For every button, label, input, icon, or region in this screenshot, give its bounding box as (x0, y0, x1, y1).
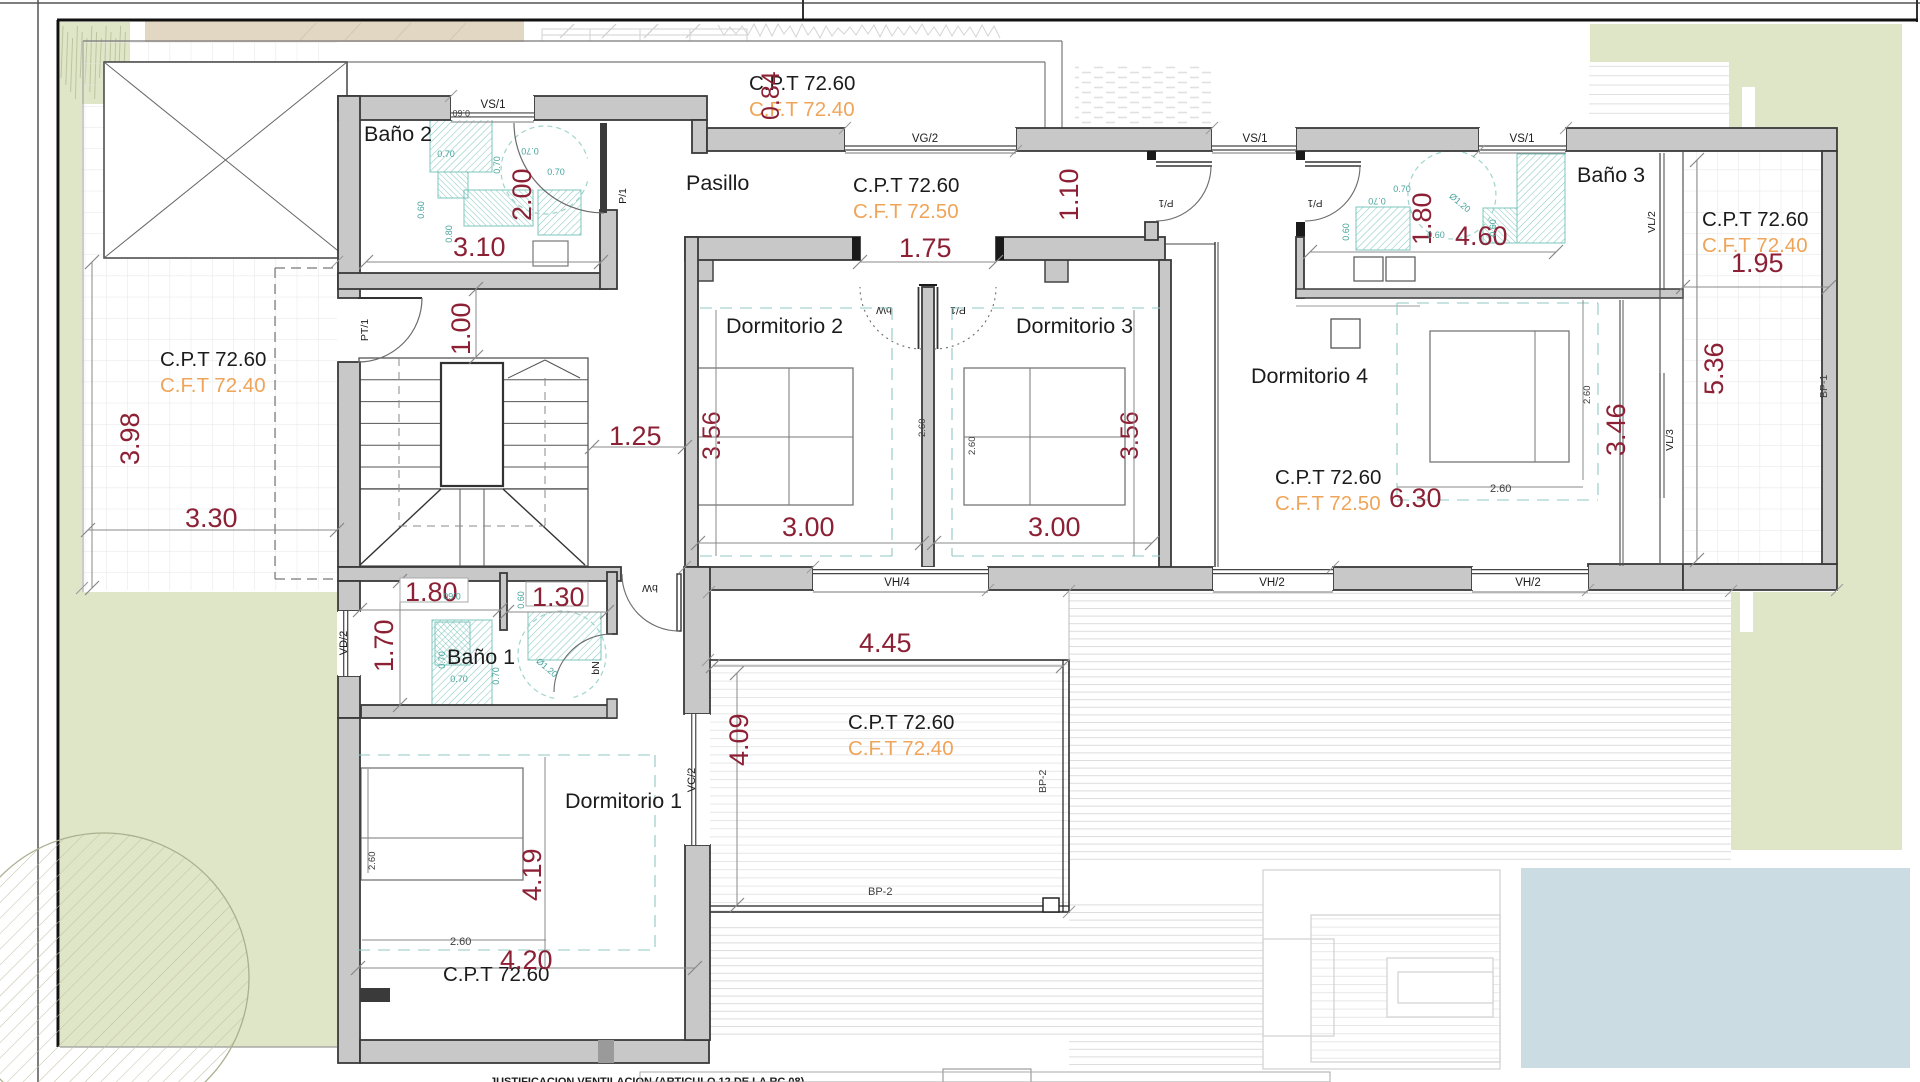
svg-text:1.25: 1.25 (609, 421, 662, 451)
svg-text:Baño 2: Baño 2 (364, 122, 432, 146)
svg-text:C.P.T 72.60: C.P.T 72.60 (1275, 466, 1381, 489)
svg-text:P/1: P/1 (1307, 197, 1322, 208)
svg-text:Dormitorio 1: Dormitorio 1 (565, 789, 682, 813)
svg-text:Dormitorio 4: Dormitorio 4 (1251, 364, 1368, 388)
svg-text:Baño 1: Baño 1 (447, 645, 515, 669)
svg-text:5.36: 5.36 (1699, 342, 1729, 395)
svg-text:1.75: 1.75 (899, 233, 952, 263)
svg-text:VH/2: VH/2 (1515, 577, 1541, 589)
svg-text:3.98: 3.98 (115, 412, 145, 465)
svg-text:4.45: 4.45 (859, 628, 912, 658)
svg-text:P/1: P/1 (617, 188, 629, 204)
svg-text:0.80: 0.80 (444, 225, 454, 243)
svg-text:3.10: 3.10 (453, 232, 506, 262)
svg-text:4.19: 4.19 (517, 848, 547, 901)
svg-text:C.F.T 72.40: C.F.T 72.40 (160, 374, 266, 397)
svg-text:VL/2: VL/2 (1646, 211, 1658, 233)
svg-text:0.60: 0.60 (416, 201, 426, 219)
svg-text:2.60: 2.60 (367, 852, 378, 871)
svg-text:Dormitorio 3: Dormitorio 3 (1016, 314, 1133, 338)
svg-text:2.60: 2.60 (967, 437, 978, 456)
svg-text:4.20: 4.20 (500, 945, 553, 975)
svg-text:6.30: 6.30 (1389, 483, 1442, 513)
svg-text:0.70: 0.70 (492, 156, 502, 174)
svg-text:VH/2: VH/2 (1259, 577, 1285, 589)
svg-text:0.70: 0.70 (1368, 196, 1386, 206)
svg-text:VL/3: VL/3 (1664, 429, 1676, 451)
svg-text:BP-2: BP-2 (868, 886, 892, 898)
svg-text:VH/4: VH/4 (884, 577, 910, 589)
svg-text:3.56: 3.56 (698, 411, 726, 460)
svg-text:Pasillo: Pasillo (686, 171, 749, 195)
svg-text:0.70: 0.70 (437, 149, 455, 159)
svg-text:VD/2: VD/2 (338, 631, 350, 655)
svg-text:C.F.T 72.40: C.F.T 72.40 (749, 98, 855, 121)
svg-text:C.F.T 72.50: C.F.T 72.50 (1275, 492, 1381, 515)
svg-text:0.70: 0.70 (1393, 184, 1411, 194)
svg-text:BP-2: BP-2 (1037, 769, 1049, 793)
svg-text:Dormitorio 2: Dormitorio 2 (726, 314, 843, 338)
svg-text:bW: bW (876, 304, 892, 316)
svg-text:C.P.T 72.60: C.P.T 72.60 (853, 174, 959, 197)
svg-text:3.00: 3.00 (1028, 512, 1081, 542)
svg-text:VS/1: VS/1 (481, 99, 506, 111)
svg-text:0.60: 0.60 (452, 108, 470, 118)
svg-text:0.70: 0.70 (450, 674, 468, 684)
svg-text:C.P.T 72.60: C.P.T 72.60 (749, 72, 855, 95)
svg-text:0.60: 0.60 (443, 591, 461, 601)
svg-text:4.09: 4.09 (724, 713, 754, 766)
svg-text:C.F.T 72.50: C.F.T 72.50 (853, 200, 959, 223)
svg-text:0.70: 0.70 (521, 146, 539, 156)
svg-text:1.70: 1.70 (369, 619, 399, 672)
svg-text:bN: bN (590, 661, 602, 674)
svg-text:C.P.T 72.60: C.P.T 72.60 (1702, 208, 1808, 231)
svg-text:PT/1: PT/1 (359, 319, 371, 341)
svg-text:2.00: 2.00 (507, 168, 537, 221)
svg-text:P/1: P/1 (1158, 197, 1173, 208)
svg-text:1.80: 1.80 (405, 577, 458, 607)
svg-text:0.84: 0.84 (757, 71, 785, 120)
svg-text:3.56: 3.56 (1116, 411, 1144, 460)
svg-text:1.10: 1.10 (1054, 168, 1084, 221)
svg-text:1.80: 1.80 (1407, 192, 1437, 245)
svg-text:2.60: 2.60 (1490, 483, 1511, 495)
svg-text:VG/2: VG/2 (912, 133, 938, 145)
svg-text:0.60: 0.60 (1488, 219, 1498, 237)
svg-text:0.60: 0.60 (516, 591, 526, 609)
svg-text:VS/1: VS/1 (1510, 133, 1535, 145)
svg-text:C.P.T 72.60: C.P.T 72.60 (160, 348, 266, 371)
svg-text:C.F.T 72.40: C.F.T 72.40 (848, 737, 954, 760)
svg-text:bW: bW (642, 582, 658, 594)
svg-text:JUSTIFICACION VENTILACION (ART: JUSTIFICACION VENTILACION (ARTICULO 12 D… (490, 1076, 805, 1082)
svg-text:C.P.T 72.60: C.P.T 72.60 (848, 711, 954, 734)
svg-text:C.P.T 72.60: C.P.T 72.60 (443, 963, 549, 986)
svg-text:C.F.T 72.40: C.F.T 72.40 (1702, 234, 1808, 257)
svg-text:0.60: 0.60 (1341, 223, 1351, 241)
svg-text:BP-1: BP-1 (1818, 374, 1830, 398)
svg-text:P/1: P/1 (950, 304, 966, 316)
svg-text:1.95: 1.95 (1731, 248, 1784, 278)
svg-text:3.30: 3.30 (185, 503, 238, 533)
svg-text:Baño 3: Baño 3 (1577, 163, 1645, 187)
svg-text:VS/1: VS/1 (1243, 133, 1268, 145)
svg-text:3.46: 3.46 (1601, 403, 1631, 456)
svg-text:0.70: 0.70 (437, 651, 447, 669)
svg-text:1.30: 1.30 (532, 582, 585, 612)
svg-text:0.60: 0.60 (1427, 230, 1445, 240)
svg-text:1.00: 1.00 (446, 302, 476, 355)
svg-text:2.60: 2.60 (450, 936, 471, 948)
svg-text:4.60: 4.60 (1455, 221, 1508, 251)
svg-text:VC/2: VC/2 (686, 768, 698, 792)
svg-text:2.60: 2.60 (1582, 386, 1593, 405)
svg-text:3.00: 3.00 (782, 512, 835, 542)
svg-text:0.70: 0.70 (491, 667, 501, 685)
svg-text:2.60: 2.60 (917, 419, 928, 438)
svg-text:0.70: 0.70 (547, 167, 565, 177)
